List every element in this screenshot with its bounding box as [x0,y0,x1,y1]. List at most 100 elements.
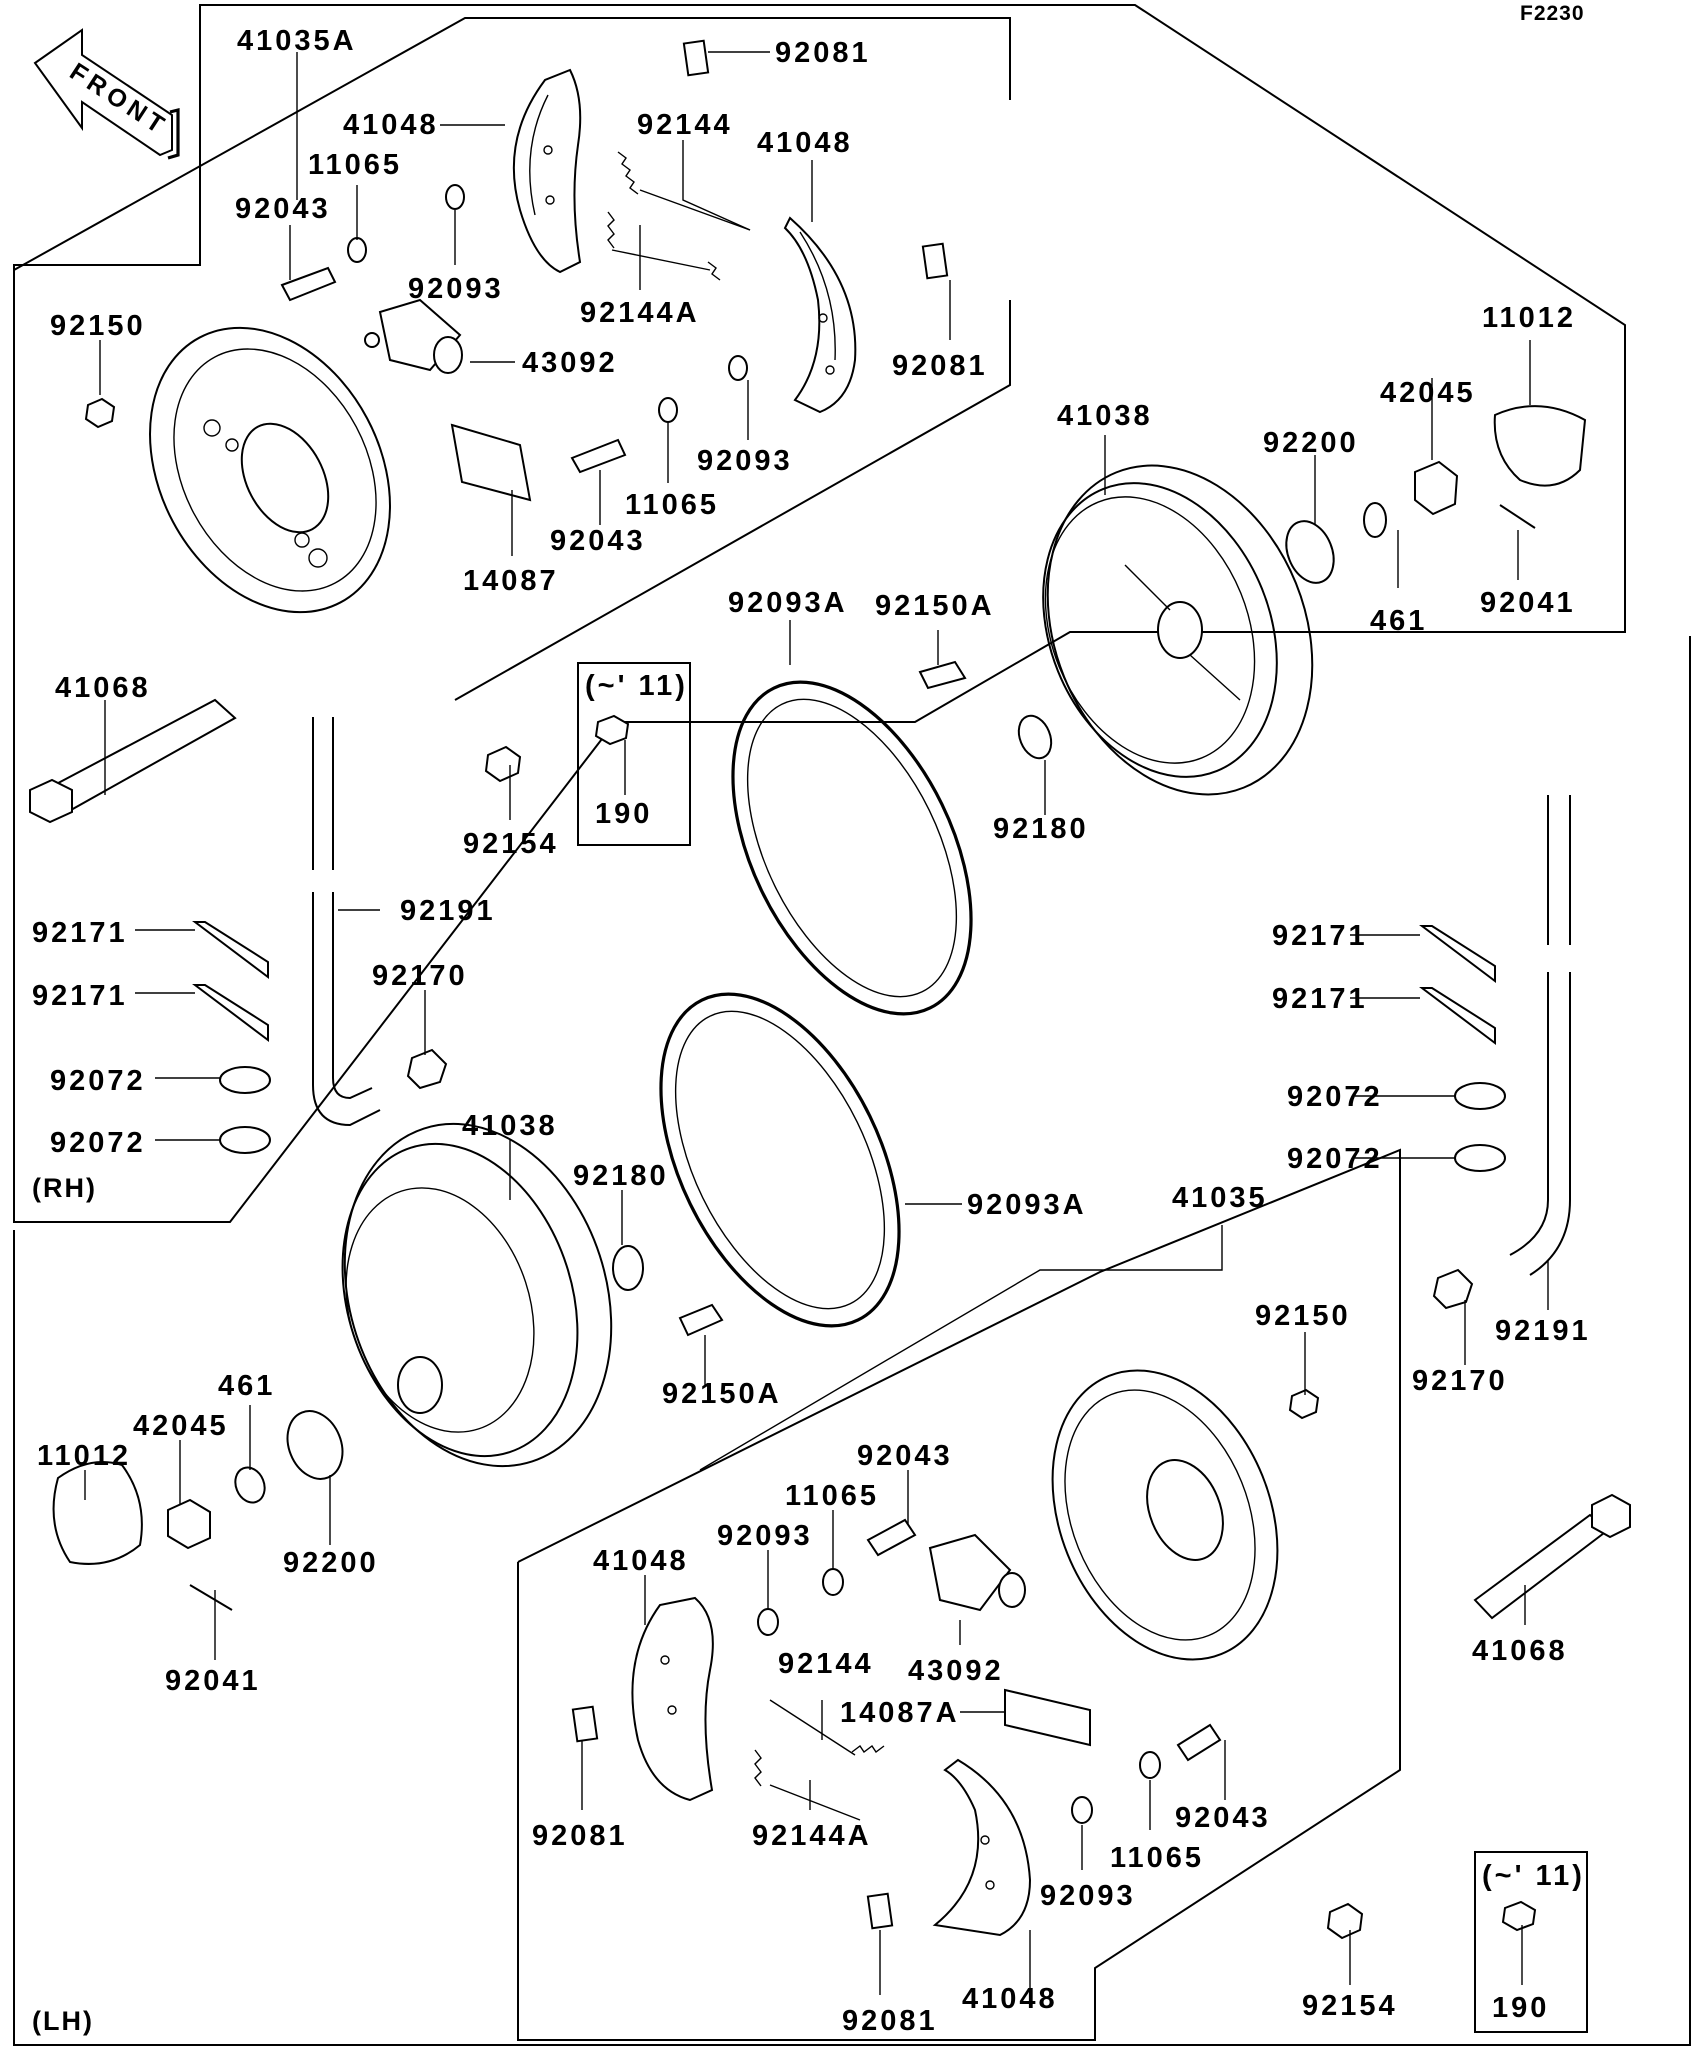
callout-lh-92150a[interactable]: 92150A [662,1378,782,1410]
callout-lh-92171-b[interactable]: 92171 [1272,983,1368,1015]
callout-rh-461[interactable]: 461 [1370,605,1427,637]
callout-rh-92171-b[interactable]: 92171 [32,980,128,1012]
rh-wheel-cylinder[interactable] [364,298,463,374]
lh-axle-shaft[interactable] [1473,1493,1631,1620]
callout-rh-11065-a[interactable]: 11065 [308,149,402,181]
callout-lh-92191[interactable]: 92191 [1495,1315,1591,1347]
lh-lockwasher-461[interactable] [230,1463,269,1507]
callout-rh-92041[interactable]: 92041 [1480,587,1576,619]
callout-rh-92154[interactable]: 92154 [463,828,559,860]
callout-lh-41048-left[interactable]: 41048 [593,1545,689,1577]
lh-springs[interactable] [754,1699,885,1821]
rh-clamp-92170[interactable] [406,1048,448,1090]
callout-rh-92150[interactable]: 92150 [50,310,146,342]
callout-lh-11012[interactable]: 11012 [37,1440,131,1472]
callout-lh-41035[interactable]: 41035 [1172,1182,1268,1214]
callout-lh-92200[interactable]: 92200 [283,1547,379,1579]
lh-hose-92191[interactable] [1509,795,1571,1276]
rh-brake-shoe-2[interactable] [783,216,857,414]
lh-hub-cap-11012[interactable] [52,1461,143,1565]
lh-washer-92200[interactable] [278,1403,352,1487]
callout-lh-92154[interactable]: 92154 [1302,1990,1398,2022]
rh-pin-92043-a[interactable] [280,266,337,302]
callout-lh-92081-left[interactable]: 92081 [532,1820,628,1852]
callout-rh-92072-a[interactable]: 92072 [50,1065,146,1097]
lh-bracket-92171-a[interactable] [1419,925,1496,984]
rh-oring-92180[interactable] [1013,711,1057,763]
lh-pin-92043-a[interactable] [866,1518,917,1557]
callout-rh-92171-a[interactable]: 92171 [32,917,128,949]
rh-washer-92093-a[interactable] [445,184,465,210]
rh-bolt-92154[interactable] [484,745,522,783]
callout-rh-92191[interactable]: 92191 [400,895,496,927]
callout-lh-42045[interactable]: 42045 [133,1410,229,1442]
callout-rh-92081-right[interactable]: 92081 [892,350,988,382]
rh-brake-shoe-1[interactable] [512,68,582,274]
rh-washer-92093-b[interactable] [728,355,748,381]
rh-clip-upper[interactable] [682,39,710,77]
lh-seal-92093a[interactable] [612,956,948,1364]
callout-lh-461[interactable]: 461 [218,1370,275,1402]
lh-oring-92180[interactable] [612,1245,644,1291]
lh-band-92072-b[interactable] [1454,1144,1506,1172]
rh-seal-92093a[interactable] [684,644,1020,1052]
callout-rh-92200[interactable]: 92200 [1263,427,1359,459]
callout-lh-92043-b[interactable]: 92043 [1175,1802,1271,1834]
rh-bolt-190[interactable] [594,714,630,746]
rh-stud-92150a[interactable] [918,660,967,690]
callout-lh-41048-bottom[interactable]: 41048 [962,1983,1058,2015]
rh-washer-11065-b[interactable] [658,397,678,423]
callout-lh-92072-b[interactable]: 92072 [1287,1143,1383,1175]
lh-backing-plate[interactable] [1011,1337,1318,1694]
callout-rh-92043-a[interactable]: 92043 [235,193,331,225]
rh-cotter-pin-92041[interactable] [1499,504,1536,529]
rh-pin-92043-b[interactable] [570,438,627,474]
rh-adjuster-14087[interactable] [450,423,532,502]
callout-rh-41035a[interactable]: 41035A [237,25,357,57]
callout-rh-92144a[interactable]: 92144A [580,297,700,329]
callout-lh-92093-b[interactable]: 92093 [1040,1880,1136,1912]
lh-washer-92093-b[interactable] [1071,1796,1093,1824]
lh-stud-92150a[interactable] [678,1303,724,1337]
rh-brake-drum[interactable] [1000,426,1359,835]
rh-band-92072-b[interactable] [219,1126,271,1154]
lh-castle-nut-42045[interactable] [167,1498,211,1550]
callout-rh-11065-b[interactable]: 11065 [625,489,719,521]
lh-clip-bottom[interactable] [866,1892,894,1930]
callout-rh-190[interactable]: 190 [595,798,652,830]
callout-rh-11012[interactable]: 11012 [1482,302,1576,334]
callout-lh-92072-a[interactable]: 92072 [1287,1081,1383,1113]
rh-bolt-92150[interactable] [84,397,116,429]
rh-lockwasher-461[interactable] [1363,502,1387,538]
rh-hose-92191[interactable] [312,717,381,1127]
callout-rh-92043-b[interactable]: 92043 [550,525,646,557]
callout-rh-41048-left[interactable]: 41048 [343,109,439,141]
lh-bracket-92171-b[interactable] [1419,987,1496,1046]
rh-hub-cap-11012[interactable] [1493,405,1587,487]
callout-rh-41048-right[interactable]: 41048 [757,127,853,159]
lh-brake-drum[interactable] [302,1089,654,1501]
callout-lh-92171-a[interactable]: 92171 [1272,920,1368,952]
rh-bracket-92171-b[interactable] [192,984,269,1043]
lh-band-92072-a[interactable] [1454,1082,1506,1110]
callout-lh-92144a[interactable]: 92144A [752,1820,872,1852]
lh-adjuster-14087a[interactable] [1004,1688,1091,1747]
lh-bolt-92150[interactable] [1288,1388,1320,1420]
callout-rh-92093-a[interactable]: 92093 [408,273,504,305]
callout-lh-14087a[interactable]: 14087A [840,1697,960,1729]
callout-lh-92041[interactable]: 92041 [165,1665,261,1697]
callout-lh-190[interactable]: 190 [1492,1992,1549,2024]
callout-rh-92093a[interactable]: 92093A [728,587,848,619]
rh-axle-shaft[interactable] [29,698,237,824]
callout-lh-92093-a[interactable]: 92093 [717,1520,813,1552]
lh-washer-92093-a[interactable] [757,1608,779,1636]
lh-pin-92043-b[interactable] [1176,1723,1222,1762]
lh-washer-11065-a[interactable] [822,1568,844,1596]
lh-clamp-92170[interactable] [1432,1268,1474,1310]
callout-lh-11065-a[interactable]: 11065 [785,1480,879,1512]
callout-lh-41068[interactable]: 41068 [1472,1635,1568,1667]
callout-rh-92180[interactable]: 92180 [993,813,1089,845]
callout-rh-92144[interactable]: 92144 [637,109,733,141]
callout-lh-92081-bottom[interactable]: 92081 [842,2005,938,2037]
lh-cotter-pin-92041[interactable] [189,1584,233,1611]
